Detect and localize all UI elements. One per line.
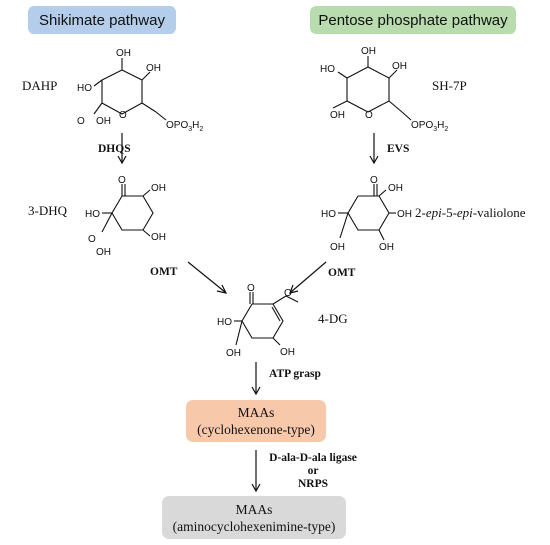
evv-oh-top: OH <box>388 183 403 194</box>
maa-aminocyclohexenimine-line2: (aminocyclohexenimine-type) <box>173 519 336 534</box>
maa-aminocyclohexenimine-box: MAAs (aminocyclohexenimine-type) <box>162 496 346 539</box>
dhq-ho: HO <box>85 209 100 220</box>
dahp-oh-top: OH <box>116 48 131 59</box>
dahp-oh-right: OH <box>146 63 161 74</box>
dg-structure: O O OH HO OH <box>217 283 299 359</box>
dahp-ho: HO <box>77 83 92 94</box>
sh7p-phosphate: OPO3H2 <box>411 120 448 133</box>
omt-right-label: OMT <box>328 267 356 279</box>
dg-ho: HO <box>217 317 232 328</box>
dhq-cooh-oh: OH <box>96 247 111 258</box>
evv-oh-left: OH <box>330 242 345 253</box>
dhqs-label: DHQS <box>98 143 131 155</box>
shikimate-label: Shikimate pathway <box>39 12 165 29</box>
dhq-name: 3-DHQ <box>28 203 68 218</box>
maa-cyclohexenone-line2: (cyclohexenone-type) <box>197 422 315 437</box>
omt-left-arrow <box>187 261 226 293</box>
sh7p-ring-o: O <box>365 110 373 121</box>
dahp-cooh-oh: OH <box>96 116 111 127</box>
pentose-pathway-header: Pentose phosphate pathway <box>310 6 516 34</box>
dahp-ring-o: O <box>119 110 127 121</box>
dahp-phosphate: OPO3H2 <box>166 120 203 133</box>
pentose-label: Pentose phosphate pathway <box>318 12 508 29</box>
omt-left-arrowhead <box>216 284 228 294</box>
shikimate-pill <box>28 6 176 34</box>
sh7p-structure: OH OH HO O OH OPO3H2 <box>320 46 448 133</box>
maa-cyclohexenone-box: MAAs (cyclohexenone-type) <box>186 400 326 442</box>
ligase-arrowhead <box>251 483 261 493</box>
dg-name: 4-DG <box>318 311 348 326</box>
omt-right-arrow <box>290 261 327 293</box>
dahp-structure: OH OH HO O O OH OPO3H2 <box>77 48 203 133</box>
omt-right-arrowhead <box>289 284 299 294</box>
dahp-name: DAHP <box>22 78 57 93</box>
ligase-label-line2: or <box>308 465 319 477</box>
dg-ketone-o: O <box>247 283 255 294</box>
dhq-cooh-o: O <box>88 234 96 245</box>
sh7p-name: SH-7P <box>432 78 467 93</box>
dg-oh-right: OH <box>280 347 295 358</box>
pentose-pill <box>310 6 516 34</box>
evv-ketone-o: O <box>370 175 378 186</box>
ligase-label-line3: NRPS <box>298 478 328 490</box>
evs-arrowhead <box>369 155 379 165</box>
atp-grasp-label: ATP grasp <box>269 368 321 380</box>
dg-oh-left: OH <box>226 348 241 359</box>
dhq-oh-bottom: OH <box>151 232 166 243</box>
sh7p-oh-top: OH <box>361 46 376 57</box>
maa-cyclohexenone-line1: MAAs <box>238 405 275 420</box>
sh7p-oh-right: OH <box>392 61 407 72</box>
maa-cyclohexenone-rect <box>186 400 326 442</box>
evv-ho: HO <box>321 209 336 220</box>
maa-aminocyclohexenimine-rect <box>162 496 346 539</box>
omt-left-label: OMT <box>150 266 178 278</box>
sh7p-ho: HO <box>320 64 335 75</box>
shikimate-pathway-header: Shikimate pathway <box>28 6 176 34</box>
evv-structure: O OH OH OH HO OH <box>321 175 412 253</box>
dhq-structure: O OH OH HO O OH <box>85 175 166 258</box>
atp-grasp-arrowhead <box>251 386 261 396</box>
dhqs-arrowhead <box>117 155 127 165</box>
evv-oh-bottom: OH <box>379 242 394 253</box>
ligase-label-line1: D-ala-D-ala ligase <box>269 452 357 464</box>
maa-aminocyclohexenimine-line1: MAAs <box>236 502 273 517</box>
evv-name: 2-epi-5-epi-valiolone <box>415 205 526 220</box>
evs-label: EVS <box>387 143 409 155</box>
dahp-cooh-o: O <box>77 116 85 127</box>
evv-oh-right: OH <box>397 209 412 220</box>
dhq-oh-top: OH <box>151 183 166 194</box>
dhq-ketone-o: O <box>118 175 126 186</box>
dg-methoxy-o: O <box>284 288 292 299</box>
sh7p-oh-left: OH <box>330 110 345 121</box>
